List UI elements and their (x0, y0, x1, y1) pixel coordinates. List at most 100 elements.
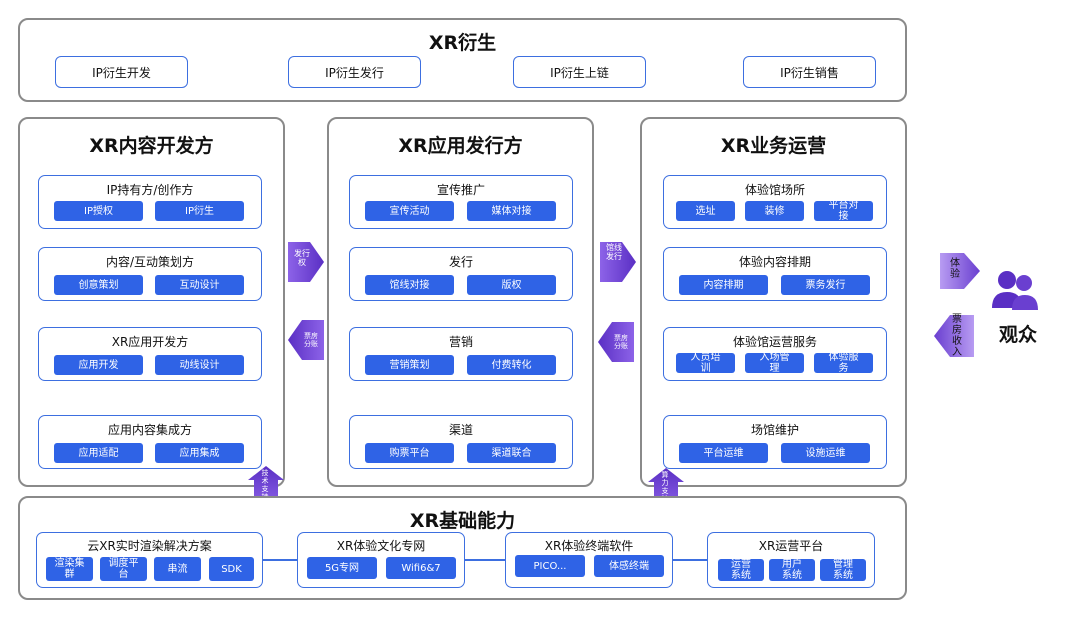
revenue-left-label-2: 票房 分账 (614, 334, 628, 350)
group-title: 渠道 (448, 423, 473, 437)
pill-marketing-plan: 营销策划 (365, 355, 454, 375)
audience-label: 观众 (998, 324, 1037, 346)
pill-facility-ops: 设施运维 (781, 443, 870, 463)
pill-motion-terminal: 体感终端 (594, 555, 664, 577)
pill-render-cluster: 渲染集 群 (46, 557, 93, 581)
pill-creative-planning: 创意策划 (54, 275, 143, 295)
pill-ip-license: IP授权 (54, 201, 143, 221)
pill-user-system: 用户 系统 (769, 559, 815, 581)
experience-label: 体 验 (950, 258, 960, 280)
publish-right-label: 发行 权 (294, 249, 310, 267)
cloud-rendering-section: 云XR实时渲染解决方案 渲染集 群 调度平 台 串流 SDK (36, 532, 263, 588)
pill-sdk: SDK (209, 557, 254, 581)
pill-app-integrate: 应用集成 (155, 443, 244, 463)
pill-media: 媒体对接 (467, 201, 556, 221)
pill-ticketing: 票务发行 (781, 275, 870, 295)
group-channel: 渠道 购票平台 渠道联合 (349, 415, 573, 469)
pill-ticket-platform: 购票平台 (365, 443, 454, 463)
culture-network-section: XR体验文化专网 5G专网 Wifi6&7 (297, 532, 465, 588)
pill-staff-training: 人员培 训 (676, 352, 735, 374)
box-office-label: 票 房 收 入 (952, 314, 962, 358)
ip-derivative-chain: IP衍生上链 (513, 56, 646, 88)
connector-line (465, 559, 505, 561)
group-title: 应用内容集成方 (107, 423, 192, 437)
group-venue-ops: 体验馆运营服务 人员培 训 入场管 理 体验服 务 (663, 327, 887, 381)
connector-line (263, 559, 297, 561)
pill-wifi: Wifi6&7 (386, 557, 456, 579)
pill-ip-derivative: IP衍生 (155, 201, 244, 221)
ops-platform-section: XR运营平台 运营 系统 用户 系统 管理 系统 (707, 532, 875, 588)
group-venue-site: 体验馆场所 选址 装修 平台对 接 (663, 175, 887, 229)
pill-entry-mgmt: 入场管 理 (745, 352, 804, 374)
xr-derivative-panel: XR衍生 IP衍生开发 IP衍生发行 IP衍生上链 IP衍生销售 (18, 18, 907, 102)
section-title: 云XR实时渲染解决方案 (87, 539, 212, 553)
section-title: XR体验终端软件 (544, 539, 634, 553)
pill-site-selection: 选址 (676, 201, 735, 221)
pill-scheduling-platform: 调度平 台 (100, 557, 147, 581)
venue-right-label: 馆线 发行 (606, 243, 622, 261)
group-xr-app-dev: XR应用开发方 应用开发 动线设计 (38, 327, 262, 381)
ip-derivative-sales: IP衍生销售 (743, 56, 876, 88)
group-content-schedule: 体验内容排期 内容排期 票务发行 (663, 247, 887, 301)
group-title: XR应用开发方 (111, 335, 189, 349)
revenue-left-label: 票房 分账 (304, 332, 318, 348)
pill-mgmt-system: 管理 系统 (820, 559, 866, 581)
pill-promo-events: 宣传活动 (365, 201, 454, 221)
group-title: 内容/互动策划方 (105, 255, 195, 269)
terminal-software-section: XR体验终端软件 PICO... 体感终端 (505, 532, 673, 588)
business-ops-panel: XR业务运营 体验馆场所 选址 装修 平台对 接 体验内容排期 内容排期 票务发… (640, 117, 907, 487)
pill-app-adapt: 应用适配 (54, 443, 143, 463)
group-ip-holder: IP持有方/创作方 IP授权 IP衍生 (38, 175, 262, 229)
section-title: XR体验文化专网 (336, 539, 426, 553)
group-title: IP持有方/创作方 (106, 183, 194, 197)
group-title: 体验馆场所 (744, 183, 805, 197)
pill-renovation: 装修 (745, 201, 804, 221)
box-office-arrow-icon (934, 315, 974, 357)
content-developer-title: XR内容开发方 (89, 135, 214, 157)
revenue-left-arrow-2-icon (598, 322, 634, 362)
pill-venue-line: 馆线对接 (365, 275, 454, 295)
pill-paid-conversion: 付费转化 (467, 355, 556, 375)
pill-flow-design: 动线设计 (155, 355, 244, 375)
pill-app-dev: 应用开发 (54, 355, 143, 375)
group-promotion: 宣传推广 宣传活动 媒体对接 (349, 175, 573, 229)
xr-derivative-title: XR衍生 (428, 32, 497, 54)
xr-foundation-title: XR基础能力 (409, 510, 516, 532)
pill-pico: PICO... (515, 555, 585, 577)
content-developer-panel: XR内容开发方 IP持有方/创作方 IP授权 IP衍生 内容/互动策划方 创意策… (18, 117, 285, 487)
ip-derivative-dev: IP衍生开发 (55, 56, 188, 88)
group-title: 宣传推广 (436, 183, 485, 197)
pill-platform-link: 平台对 接 (814, 200, 873, 222)
group-title: 体验内容排期 (738, 255, 811, 269)
experience-arrow-icon (940, 253, 980, 289)
pill-5g-network: 5G专网 (307, 557, 377, 579)
publish-right-arrow-icon (288, 242, 324, 282)
pill-ops-system: 运营 系统 (718, 559, 764, 581)
group-integration: 应用内容集成方 应用适配 应用集成 (38, 415, 262, 469)
revenue-left-arrow-icon (288, 320, 324, 360)
venue-right-arrow-icon (600, 242, 636, 282)
group-release: 发行 馆线对接 版权 (349, 247, 573, 301)
app-publisher-title: XR应用发行方 (398, 135, 523, 157)
pill-channel-union: 渠道联合 (467, 443, 556, 463)
pill-experience-service: 体验服 务 (814, 352, 873, 374)
group-marketing: 营销 营销策划 付费转化 (349, 327, 573, 381)
group-title: 场馆维护 (750, 423, 799, 437)
section-title: XR运营平台 (758, 539, 824, 553)
pill-streaming: 串流 (154, 557, 201, 581)
pill-interaction-design: 互动设计 (155, 275, 244, 295)
app-publisher-panel: XR应用发行方 宣传推广 宣传活动 媒体对接 发行 馆线对接 版权 营销 营销策… (327, 117, 594, 487)
business-ops-title: XR业务运营 (720, 135, 827, 157)
pill-scheduling: 内容排期 (679, 275, 768, 295)
group-title: 营销 (448, 335, 473, 349)
group-title: 体验馆运营服务 (732, 335, 817, 349)
pill-platform-ops: 平台运维 (679, 443, 768, 463)
group-content-planning: 内容/互动策划方 创意策划 互动设计 (38, 247, 262, 301)
group-maintenance: 场馆维护 平台运维 设施运维 (663, 415, 887, 469)
connector-line (673, 559, 707, 561)
pill-copyright: 版权 (467, 275, 556, 295)
group-title: 发行 (448, 255, 473, 269)
ip-derivative-release: IP衍生发行 (288, 56, 421, 88)
xr-foundation-panel: XR基础能力 云XR实时渲染解决方案 渲染集 群 调度平 台 串流 SDK XR… (18, 496, 907, 600)
audience-icon (992, 271, 1038, 310)
